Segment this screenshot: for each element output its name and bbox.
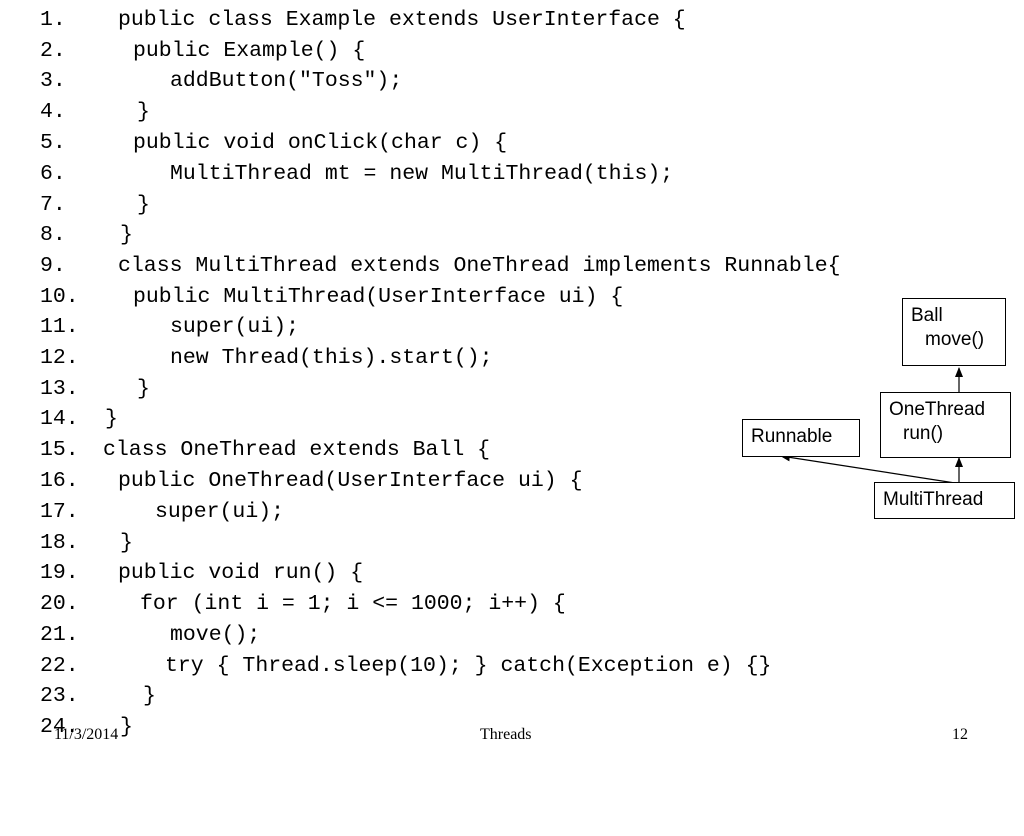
line-number: 11. xyxy=(40,315,79,339)
line-number: 17. xyxy=(40,500,79,524)
code-line-24: 24. } xyxy=(0,712,133,743)
line-number: 19. xyxy=(40,561,79,585)
code-line-21: 21. move(); xyxy=(0,620,260,651)
code-text: super(ui); xyxy=(170,315,300,339)
code-text: class MultiThread extends OneThread impl… xyxy=(118,254,841,278)
multithread-box: MultiThread xyxy=(874,482,1015,519)
line-number: 5. xyxy=(40,131,66,155)
code-line-10: 10. public MultiThread(UserInterface ui)… xyxy=(0,282,623,313)
code-listing: 1. public class Example extends UserInte… xyxy=(0,5,841,743)
line-number: 6. xyxy=(40,162,66,186)
line-number: 18. xyxy=(40,531,79,555)
line-number: 20. xyxy=(40,592,79,616)
code-line-8: 8. } xyxy=(0,220,133,251)
code-line-17: 17. super(ui); xyxy=(0,497,284,528)
runnable-box: Runnable xyxy=(742,419,860,457)
code-line-3: 3. addButton("Toss"); xyxy=(0,66,402,97)
onethread-box: OneThread run() xyxy=(880,392,1011,458)
code-line-16: 16. public OneThread(UserInterface ui) { xyxy=(0,466,582,497)
slide: 1. public class Example extends UserInte… xyxy=(0,5,1015,743)
footer-title: Threads xyxy=(480,726,532,743)
code-text: } xyxy=(137,377,150,401)
code-text: class OneThread extends Ball { xyxy=(103,438,491,462)
code-line-14: 14. } xyxy=(0,404,118,435)
code-line-9: 9. class MultiThread extends OneThread i… xyxy=(0,251,841,282)
code-text: public OneThread(UserInterface ui) { xyxy=(118,469,583,493)
code-text: public Example() { xyxy=(133,39,366,63)
code-text: MultiThread mt = new MultiThread(this); xyxy=(170,162,674,186)
code-line-22: 22. try { Thread.sleep(10); } catch(Exce… xyxy=(0,651,771,682)
code-line-15: 15. class OneThread extends Ball { xyxy=(0,435,490,466)
code-text: public class Example extends UserInterfa… xyxy=(118,8,686,32)
code-line-4: 4. } xyxy=(0,97,150,128)
line-number: 23. xyxy=(40,684,79,708)
runnable-title: Runnable xyxy=(751,426,833,447)
code-text: } xyxy=(143,684,156,708)
code-text: } xyxy=(137,100,150,124)
ball-method: move() xyxy=(925,329,985,350)
page-number: 12 xyxy=(952,726,968,743)
line-number: 13. xyxy=(40,377,79,401)
code-line-23: 23. } xyxy=(0,681,156,712)
code-text: addButton("Toss"); xyxy=(170,69,403,93)
onethread-method: run() xyxy=(903,423,944,444)
code-line-2: 2. public Example() { xyxy=(0,36,365,67)
line-number: 3. xyxy=(40,69,66,93)
onethread-title: OneThread xyxy=(889,399,986,420)
line-number: 4. xyxy=(40,100,66,124)
code-line-6: 6. MultiThread mt = new MultiThread(this… xyxy=(0,159,673,190)
line-number: 16. xyxy=(40,469,79,493)
code-line-12: 12. new Thread(this).start(); xyxy=(0,343,493,374)
code-line-13: 13. } xyxy=(0,374,150,405)
code-line-11: 11. super(ui); xyxy=(0,312,299,343)
multithread-title: MultiThread xyxy=(883,489,984,510)
ball-title: Ball xyxy=(911,305,943,326)
code-text: public void onClick(char c) { xyxy=(133,131,508,155)
arrow-multithread-to-runnable xyxy=(780,453,956,484)
code-text: try { Thread.sleep(10); } catch(Exceptio… xyxy=(165,654,772,678)
line-number: 7. xyxy=(40,193,66,217)
inheritance-arrows xyxy=(780,367,963,484)
code-text: } xyxy=(120,223,133,247)
code-text: } xyxy=(105,407,118,431)
line-number: 22. xyxy=(40,654,79,678)
code-text: public MultiThread(UserInterface ui) { xyxy=(133,285,624,309)
line-number: 2. xyxy=(40,39,66,63)
line-number: 10. xyxy=(40,285,79,309)
line-number: 9. xyxy=(40,254,66,278)
ball-box: Ball move() xyxy=(902,298,1006,366)
code-text: } xyxy=(120,715,133,739)
code-text: for (int i = 1; i <= 1000; i++) { xyxy=(140,592,566,616)
code-text: } xyxy=(137,193,150,217)
line-number: 24. xyxy=(40,715,79,739)
line-number: 21. xyxy=(40,623,79,647)
code-text: public void run() { xyxy=(118,561,364,585)
code-line-1: 1. public class Example extends UserInte… xyxy=(0,5,686,36)
line-number: 12. xyxy=(40,346,79,370)
line-number: 1. xyxy=(40,8,66,32)
code-text: new Thread(this).start(); xyxy=(170,346,493,370)
code-text: } xyxy=(120,531,133,555)
footer-date: 11/3/2014 xyxy=(54,726,119,743)
line-number: 8. xyxy=(40,223,66,247)
code-text: move(); xyxy=(170,623,261,647)
class-diagram: Ball move() OneThread run() Runnable Mul… xyxy=(742,298,1015,519)
line-number: 14. xyxy=(40,407,79,431)
code-line-18: 18. } xyxy=(0,528,133,559)
code-line-7: 7. } xyxy=(0,190,150,221)
line-number: 15. xyxy=(40,438,79,462)
code-text: super(ui); xyxy=(155,500,285,524)
code-line-5: 5. public void onClick(char c) { xyxy=(0,128,507,159)
code-line-19: 19. public void run() { xyxy=(0,558,363,589)
code-line-20: 20. for (int i = 1; i <= 1000; i++) { xyxy=(0,589,566,620)
